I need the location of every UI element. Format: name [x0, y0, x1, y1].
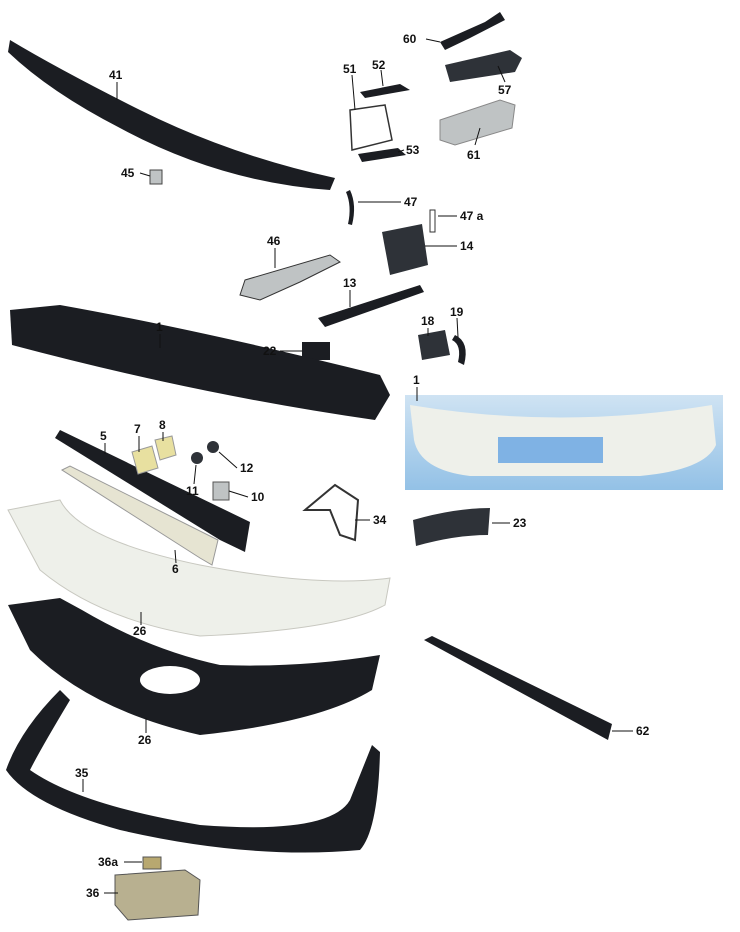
part-bracket-51	[349, 104, 393, 151]
callout-26-white: 26	[133, 624, 147, 638]
part-reinforcement-62	[424, 636, 612, 740]
callout-45: 45	[121, 166, 135, 180]
callout-41: 41	[109, 68, 123, 82]
callout-7: 7	[134, 422, 141, 436]
part-strip-5	[55, 430, 250, 552]
callout-1-photo: 1	[413, 373, 420, 387]
callout-36: 36	[86, 886, 100, 900]
part-buffer-8	[154, 435, 177, 461]
leader-lines	[82, 38, 633, 894]
callout-12: 12	[240, 461, 254, 475]
part-clip-45	[149, 169, 163, 185]
callout-26-black: 26	[138, 733, 152, 747]
part-strip-47	[346, 190, 355, 225]
callout-22: 22	[263, 344, 277, 358]
callout-47: 47	[404, 195, 418, 209]
callout-52: 52	[372, 58, 386, 72]
callout-11: 11	[186, 484, 199, 498]
callout-5: 5	[100, 429, 107, 443]
callout-8: 8	[159, 418, 166, 432]
callout-19: 19	[450, 305, 464, 319]
part-metal-plate-61	[439, 99, 516, 146]
part-mount-plate-36	[114, 869, 201, 921]
callout-10: 10	[251, 490, 265, 504]
part-buffer-7	[131, 445, 159, 475]
callout-1-main: 1	[156, 320, 163, 334]
part-strip-6	[60, 465, 219, 566]
callout-13: 13	[343, 276, 357, 290]
callout-46: 14	[460, 239, 474, 253]
callout-34: 34	[373, 513, 387, 527]
part-nut-12	[207, 441, 219, 453]
callout-18: 18	[421, 314, 435, 328]
part-bracket-34	[302, 483, 360, 542]
black-apron-opening	[140, 666, 200, 694]
part-mount-22	[302, 342, 330, 360]
part-bracket-52	[360, 84, 410, 98]
callout-57: 57	[498, 83, 512, 97]
fiberglass-bumper-cutout	[498, 437, 603, 463]
part-pad-57	[445, 50, 522, 82]
callout-14: 46	[267, 234, 281, 248]
callout-47a: 47 a	[460, 209, 484, 223]
part-rubber-mount-18	[418, 330, 450, 360]
callout-36a: 36a	[98, 855, 119, 869]
part-bracket-53	[358, 148, 406, 162]
part-grille-46	[382, 224, 428, 275]
part-black-apron-26	[8, 598, 380, 735]
callout-51: 51	[343, 62, 357, 76]
part-upper-spoiler-lip	[8, 40, 335, 190]
part-main-bumper-1	[10, 305, 390, 420]
callout-23: 23	[513, 516, 527, 530]
callout-62: 62	[636, 724, 650, 738]
part-bracket-19	[452, 335, 466, 365]
callout-6: 6	[172, 562, 179, 576]
callout-35: 35	[75, 766, 89, 780]
callout-61: 61	[467, 148, 481, 162]
callout-60: 60	[403, 32, 417, 46]
part-end-cap-23	[413, 508, 490, 546]
part-strip-47a	[429, 209, 436, 233]
part-rail-60	[440, 12, 505, 50]
part-nut-11	[191, 452, 203, 464]
part-white-apron-26	[7, 499, 391, 637]
callout-53: 53	[406, 143, 420, 157]
part-lower-lip-35	[6, 690, 380, 853]
part-shock-absorber-14	[239, 254, 341, 301]
part-support-bar-13	[318, 285, 424, 327]
part-spacer-36a	[142, 856, 162, 870]
part-plate-10	[212, 481, 230, 501]
